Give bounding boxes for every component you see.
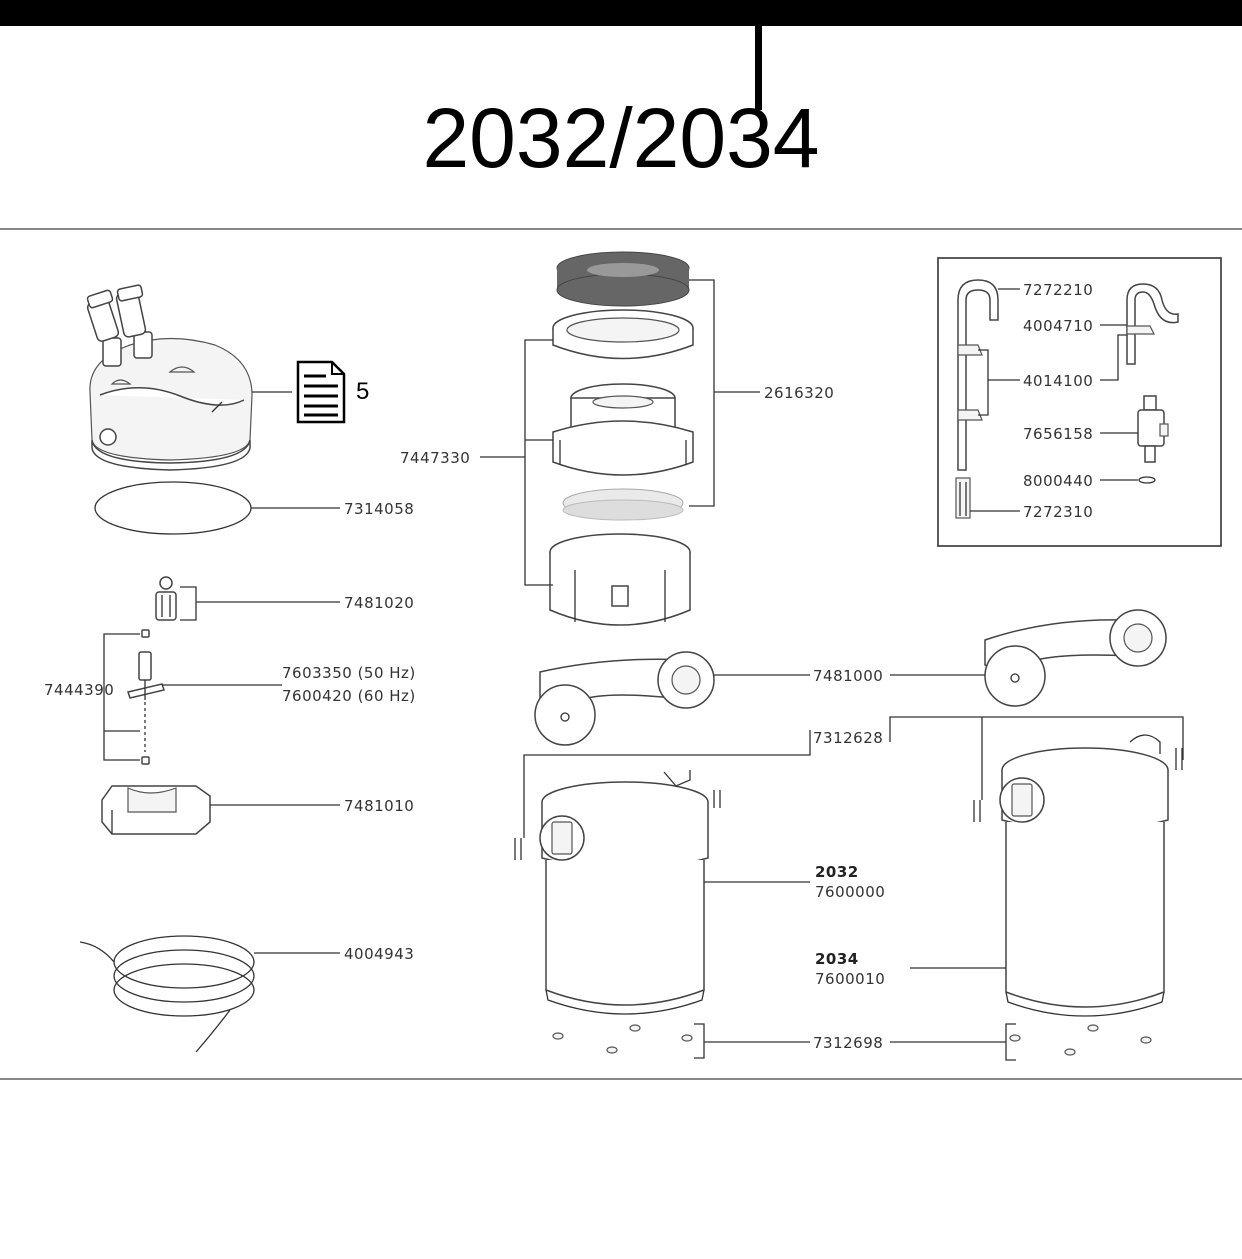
leader-7312628-right [889,716,1184,800]
leader-7481020 [180,586,340,621]
canister-2032 [514,770,721,1015]
label-7481000: 7481000 [813,667,883,685]
label-4004710: 4004710 [1023,317,1093,335]
diagram-title: 2032/2034 [422,91,820,185]
o-ring [94,481,252,535]
filter-basket-middle [552,420,694,476]
bracket-7312698-left [694,1023,810,1059]
label-7600010: 7600010 [815,970,885,988]
bracket-7312698-right [890,1023,1016,1061]
label-7312698: 7312698 [813,1034,883,1052]
model-2032: 2032 [815,863,859,881]
doc-number: 5 [356,378,369,405]
label-7656158: 7656158 [1023,425,1093,443]
feet-left [552,1024,693,1054]
valve [1137,395,1169,463]
label-7444390: 7444390 [44,681,114,699]
leader-7312628-left [523,730,811,838]
label-8000440: 8000440 [1023,472,1093,490]
canister-2034 [973,734,1183,1017]
impeller-cover [155,576,177,621]
label-7272310: 7272310 [1023,503,1093,521]
bracket-4014100 [978,334,1127,416]
label-7314058: 7314058 [344,500,414,518]
label-7481020: 7481020 [344,594,414,612]
document-icon [296,360,346,424]
accessory-inset [937,257,1222,547]
suction-cups-left [957,344,983,421]
hose-coil [79,935,255,1053]
label-4004943: 4004943 [344,945,414,963]
holder [101,785,211,835]
impeller [127,629,165,765]
carry-handle-right [984,609,1167,707]
bracket-7444390 [103,633,140,761]
label-4014100: 4014100 [1023,372,1093,390]
label-7603350: 7603350 (50 Hz) [282,664,416,682]
label-7600000: 7600000 [815,883,885,901]
filter-basket-lid [552,309,694,360]
filter-basket-bottom [549,533,691,626]
top-bar [0,0,1242,26]
label-7312628: 7312628 [813,729,883,747]
label-7481010: 7481010 [344,797,414,815]
title-marker [755,26,762,110]
valve-o-ring [1138,476,1156,484]
label-2616320: 2616320 [764,384,834,402]
label-7447330: 7447330 [400,449,470,467]
model-2034: 2034 [815,950,859,968]
fine-filter-pad [562,488,684,521]
label-7272210: 7272210 [1023,281,1093,299]
intake-tube [955,279,999,519]
carry-handle-left [534,651,715,746]
bracket-7447330 [480,339,553,586]
pump-head [86,284,253,471]
filter-pad-top [556,251,690,307]
label-7600420: 7600420 (60 Hz) [282,687,416,705]
outlet-tube [1126,283,1179,365]
bracket-2616320 [689,279,760,507]
feet-right [1009,1024,1152,1056]
